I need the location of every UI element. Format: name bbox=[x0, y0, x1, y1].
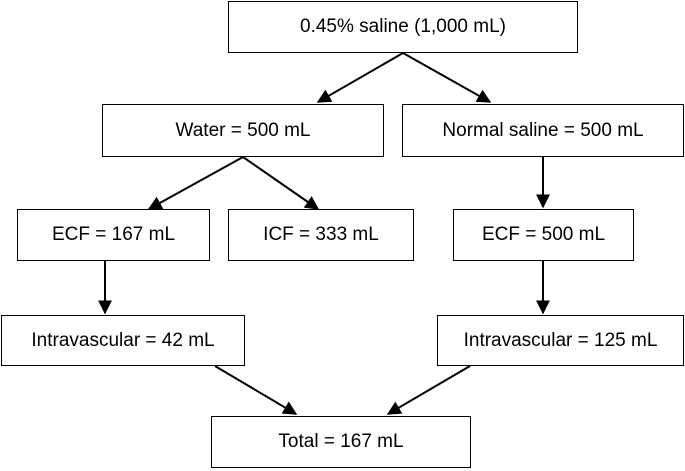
arrow-water-to-ecf bbox=[147, 156, 244, 210]
node-icf-water: ICF = 333 mL bbox=[228, 209, 414, 261]
node-total: Total = 167 mL bbox=[211, 416, 471, 468]
node-root-saline: 0.45% saline (1,000 mL) bbox=[228, 1, 578, 53]
node-intravascular-water: Intravascular = 42 mL bbox=[1, 315, 245, 366]
node-normal-saline: Normal saline = 500 mL bbox=[402, 104, 684, 157]
arrow-intravascular-water-to-total bbox=[214, 365, 298, 415]
node-intravascular-saline: Intravascular = 125 mL bbox=[437, 315, 684, 366]
arrow-water-to-icf bbox=[242, 156, 320, 210]
arrow-intravascular-saline-to-total bbox=[386, 365, 471, 415]
node-water: Water = 500 mL bbox=[102, 104, 384, 157]
arrow-root-to-normal-saline bbox=[402, 52, 492, 103]
node-ecf-water: ECF = 167 mL bbox=[17, 209, 210, 261]
arrow-root-to-water bbox=[316, 52, 404, 103]
node-ecf-saline: ECF = 500 mL bbox=[453, 209, 634, 261]
